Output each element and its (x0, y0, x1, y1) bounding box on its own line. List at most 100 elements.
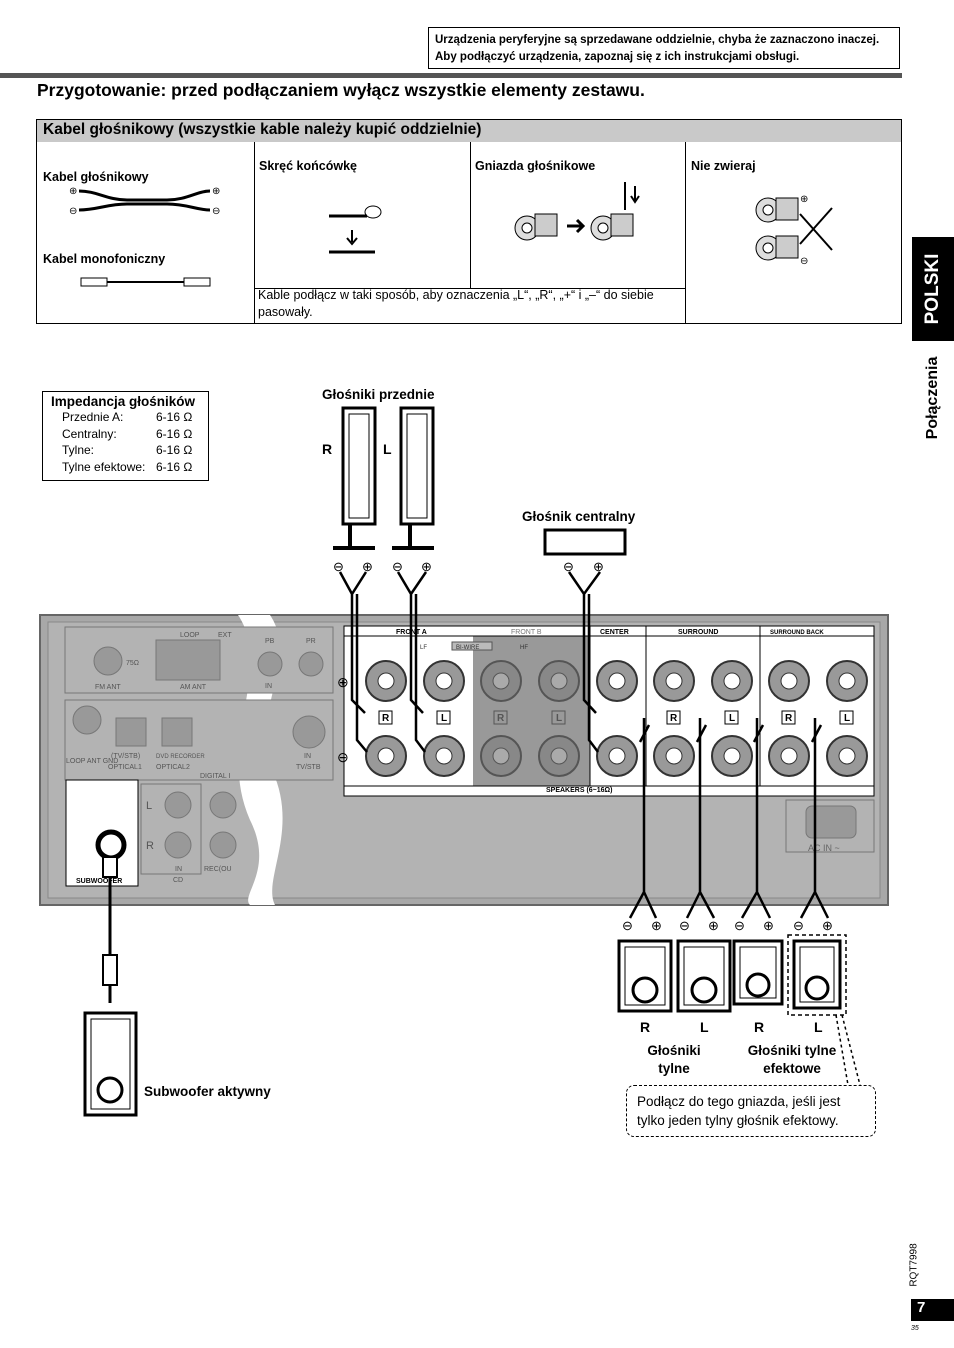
svg-text:⊖: ⊖ (333, 559, 344, 574)
polarity-marks-bottom: ⊖ ⊕ ⊖ ⊕ ⊖ ⊕ ⊖ ⊕ (622, 918, 833, 933)
svg-text:⊖: ⊖ (69, 206, 77, 217)
ohm-75-label: 75Ω (126, 660, 139, 667)
svg-text:⊖: ⊖ (563, 559, 574, 574)
loop-ant-gnd-label: LOOP ANT GND (66, 758, 118, 765)
svg-text:⊕: ⊕ (763, 918, 774, 933)
svg-text:⊖: ⊖ (734, 918, 745, 933)
svg-text:⊖: ⊖ (793, 918, 804, 933)
front-l-letter: L (383, 441, 392, 457)
svg-text:⊕: ⊕ (708, 918, 719, 933)
in-label: IN (265, 683, 272, 690)
fm-ant-label: FM ANT (95, 684, 121, 691)
ac-in-label: AC IN ~ (808, 843, 840, 853)
impedance-row: Przednie A: 6-16 Ω (51, 409, 200, 426)
cable-table-title: Kabel głośnikowy (wszystkie kable należy… (37, 120, 901, 142)
svg-text:⊖: ⊖ (679, 918, 690, 933)
rear-speakers-label: Głośniki tylne (647, 1043, 701, 1076)
single-speaker-callout: Podłącz do tego gniazda, jeśli jest tylk… (626, 1085, 876, 1137)
front-speakers-label: Głośniki przednie (322, 387, 435, 402)
svg-text:⊕: ⊕ (362, 559, 373, 574)
subwoofer-out-jack (95, 829, 127, 861)
bi-wire-box (451, 641, 493, 651)
impedance-label: Przednie A: (62, 410, 124, 424)
svg-text:⊖: ⊖ (800, 256, 808, 267)
peripheral-note-line1: Urządzenia peryferyjne są sprzedawane od… (435, 34, 880, 46)
in-label: IN (175, 866, 182, 873)
pb-label: PB (265, 638, 275, 645)
rear-l-letter: L (700, 1019, 709, 1035)
pr-jack (298, 651, 324, 677)
loop-gnd-terminal (72, 705, 102, 735)
speaker-cable-label: Kabel głośnikowy (43, 170, 149, 184)
rear-r-letter: R (640, 1019, 650, 1035)
svg-text:⊕: ⊕ (593, 559, 604, 574)
fm-ant-jack (93, 646, 123, 676)
svg-text:⊕: ⊕ (822, 918, 833, 933)
rear-cables (628, 718, 830, 919)
cable-note: Kable podłącz w taki sposób, aby oznacze… (258, 288, 654, 319)
rear-speaker-r (617, 939, 673, 1013)
optical2-label: OPTICAL2 (156, 764, 190, 771)
impedance-value: 6-16 Ω (156, 426, 193, 441)
cd-l-jack (164, 791, 192, 819)
impedance-label: Tylne: (62, 443, 95, 457)
impedance-label: Tylne efektowe: (62, 459, 146, 474)
language-tab: POLSKI (912, 237, 954, 341)
impedance-box: Impedancja głośników Przednie A: 6-16 Ω C… (42, 391, 209, 481)
single-speaker-dashed-box (787, 934, 847, 1016)
svg-text:⊖: ⊖ (622, 918, 633, 933)
no-short-label: Nie zwieraj (691, 159, 756, 173)
svg-text:⊕: ⊕ (212, 186, 220, 197)
mono-cable-label: Kabel monofoniczny (43, 252, 166, 266)
lf-label: LF (420, 645, 427, 651)
pb-jack (257, 651, 283, 677)
badge-l: L (729, 713, 735, 724)
rear-speaker-l (676, 939, 732, 1013)
svg-text:⊖: ⊖ (392, 559, 403, 574)
svg-text:⊕: ⊕ (651, 918, 662, 933)
speaker-cable-illustration: ⊕⊖ ⊕⊖ (69, 186, 220, 217)
subwoofer-out-label: SUBWOOFER (76, 878, 122, 885)
svg-text:⊕: ⊕ (800, 194, 808, 205)
mono-cable-illustration (80, 277, 211, 287)
front-center-cables (338, 571, 602, 753)
badge-r: R (670, 713, 678, 724)
digital-section (64, 699, 334, 781)
terminal-row-positive (365, 660, 868, 702)
plus-mark: ⊕ (337, 674, 349, 690)
impedance-title: Impedancja głośników (51, 394, 196, 409)
twist-illustration (329, 205, 382, 254)
terminals-label: Gniazda głośnikowe (475, 159, 596, 173)
surround-label: SURROUND (678, 629, 718, 636)
speakers-label: SPEAKERS (6~16Ω) (546, 787, 613, 794)
impedance-row: Centralny:6-16 Ω (51, 426, 200, 443)
optical1-label: OPTICAL1 (108, 764, 142, 771)
subwoofer-label: Subwoofer aktywny (144, 1084, 271, 1099)
badge-l: L (844, 713, 850, 724)
sb-l-letter: L (814, 1019, 823, 1035)
digital-label: DIGITAL I (200, 773, 230, 780)
dvd-recorder-label: DVD RECORDER (156, 754, 205, 760)
wiring-diagram: 75Ω FM ANT LOOP EXT AM ANT PB PR IN LOOP… (39, 387, 889, 1117)
surround-back-label: Głośniki tylne efektowe (747, 1043, 837, 1076)
r-label: R (146, 840, 154, 852)
peripheral-note-line2: Aby podłączyć urządzenia, zapoznaj się z… (435, 51, 800, 63)
surround-back-speaker-r (732, 939, 784, 1006)
twist-label: Skręć końcówkę (259, 159, 357, 173)
language-tab-label: POLSKI (922, 253, 943, 325)
peripheral-note: Urządzenia peryferyjne są sprzedawane od… (428, 27, 900, 69)
front-r-letter: R (322, 441, 332, 457)
optical1-jack (115, 717, 147, 747)
s-video-jack (292, 715, 326, 749)
rec-l-jack (209, 791, 237, 819)
page-number: 7 (911, 1299, 954, 1321)
hf-label: HF (520, 645, 528, 651)
surround-back-speaker-l (792, 939, 842, 1010)
rec-label: REC(OU (204, 866, 232, 873)
rec-r-jack (209, 831, 237, 859)
subwoofer-cable (102, 856, 118, 1003)
am-ant-terminal (155, 639, 221, 681)
center-speaker-label: Głośnik centralny (522, 509, 636, 524)
impedance-value: 6-16 Ω (156, 410, 193, 424)
impedance-row: Tylne:6-16 Ω (51, 442, 200, 459)
